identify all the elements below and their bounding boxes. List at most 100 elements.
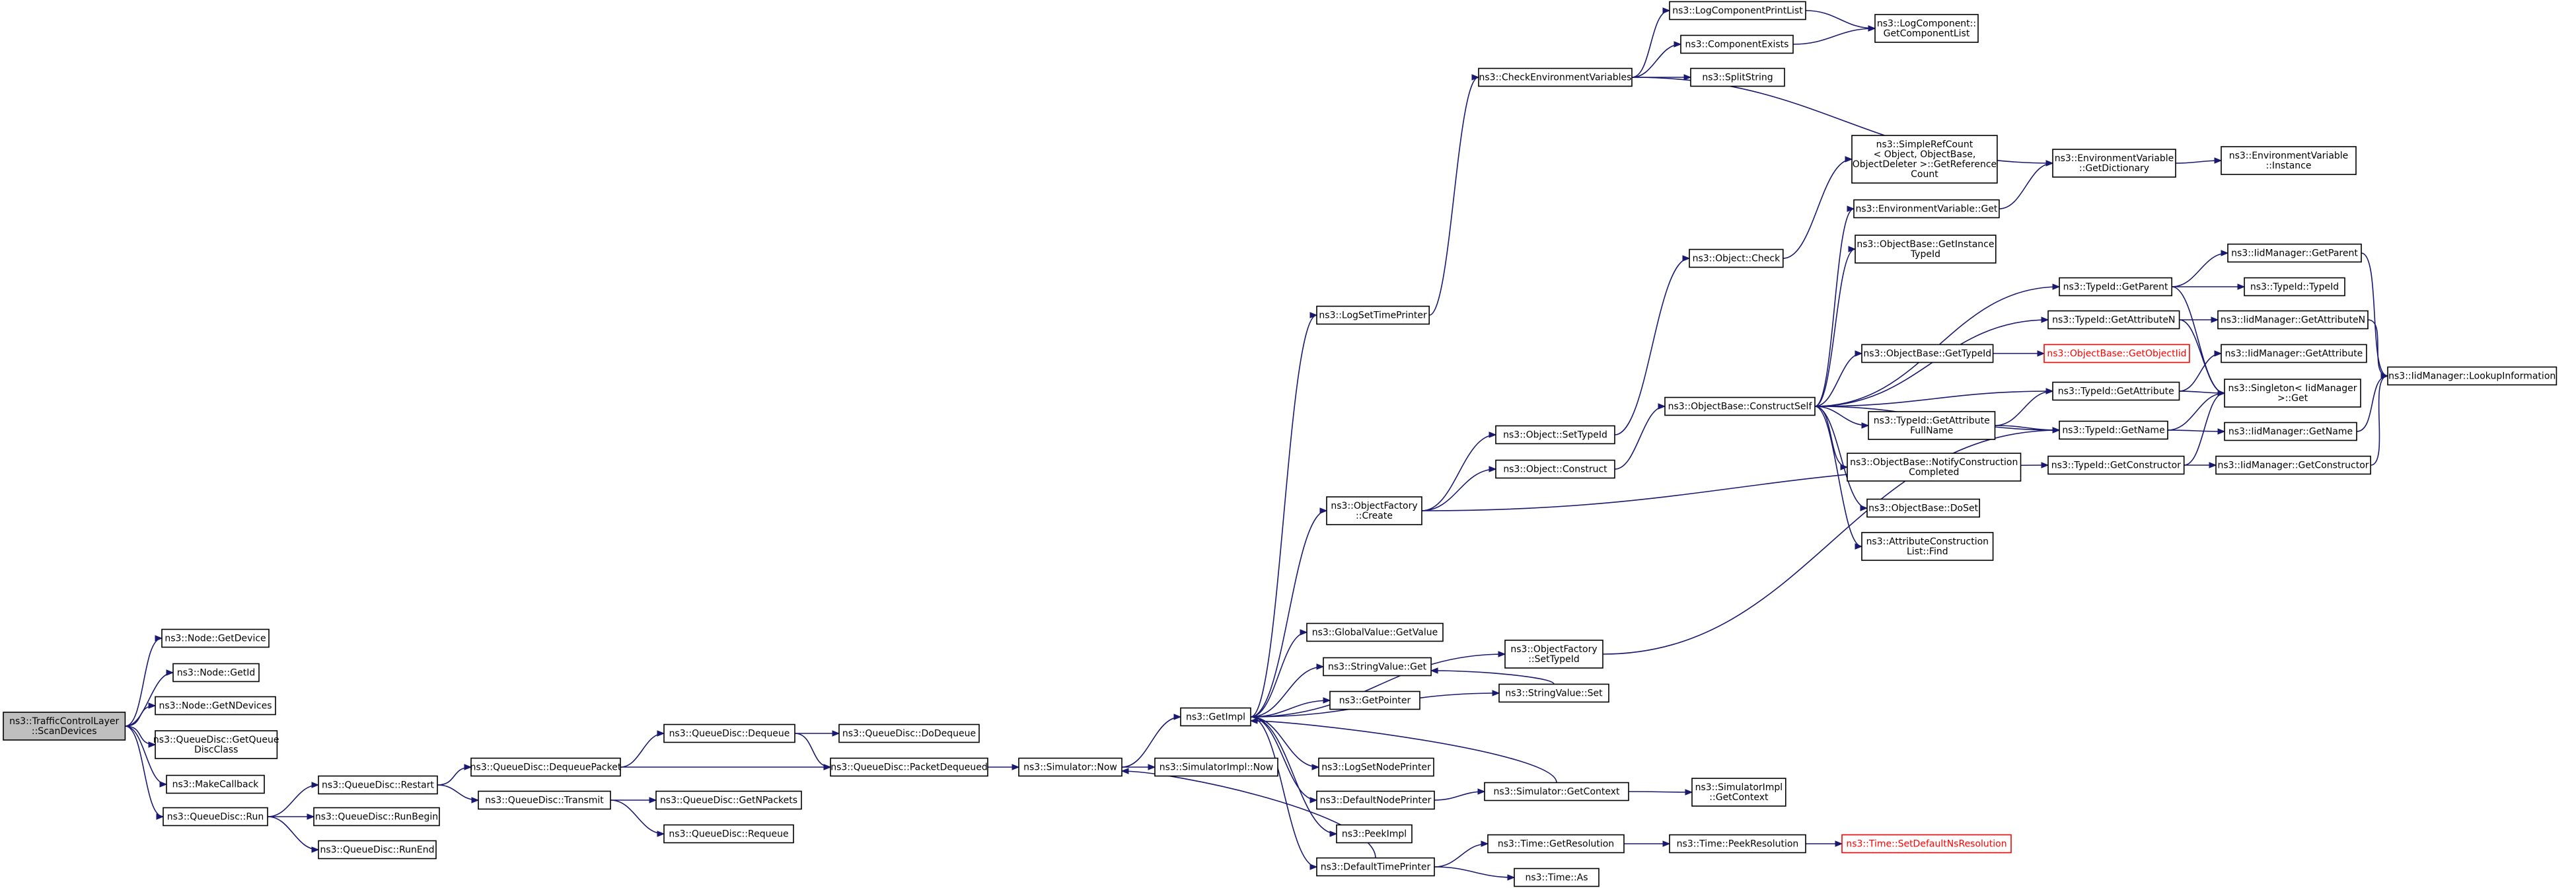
node-iidmgrgetconstructor[interactable]: ns3::IidManager::GetConstructor bbox=[2215, 455, 2371, 475]
node-label: ns3::SplitString bbox=[1702, 73, 1773, 83]
node-timegetresolution[interactable]: ns3::Time::GetResolution bbox=[1487, 834, 1625, 854]
edge-typeidgetname-to-iidmgrgetname bbox=[2167, 428, 2226, 435]
node-label: ns3::TypeId::GetAttribute bbox=[2058, 387, 2174, 397]
node-objsettypeid[interactable]: ns3::Object::SetTypeId bbox=[1495, 425, 1615, 445]
node-runbegin[interactable]: ns3::QueueDisc::RunBegin bbox=[313, 807, 440, 827]
node-typeidgetparent[interactable]: ns3::TypeId::GetParent bbox=[2059, 277, 2172, 297]
node-getndevices[interactable]: ns3::Node::GetNDevices bbox=[155, 696, 276, 716]
node-label: ::Instance bbox=[2266, 161, 2312, 171]
node-getpointer[interactable]: ns3::GetPointer bbox=[1329, 690, 1420, 710]
node-box bbox=[1478, 67, 1633, 87]
node-logsettimeprinter[interactable]: ns3::LogSetTimePrinter bbox=[1316, 305, 1430, 325]
edge-line bbox=[1631, 44, 1681, 78]
edge-typeidgetparent-to-singletoniidmgrget bbox=[2172, 286, 2226, 396]
node-defaultnodeprinter[interactable]: ns3::DefaultNodePrinter bbox=[1316, 790, 1435, 810]
node-simimplnow[interactable]: ns3::SimulatorImpl::Now bbox=[1154, 757, 1278, 777]
node-objbasenotifyconstructioncompleted[interactable]: ns3::ObjectBase::NotifyConstructionCompl… bbox=[1847, 453, 2022, 482]
arrowhead-icon bbox=[1848, 246, 1857, 252]
node-getid[interactable]: ns3::Node::GetId bbox=[172, 663, 260, 683]
node-iidmgrgetname[interactable]: ns3::IidManager::GetName bbox=[2224, 422, 2357, 441]
edge-checkenvvars-to-logcompprintlist bbox=[1631, 7, 1671, 78]
edge-getimpl-to-stringvalueget bbox=[1250, 663, 1325, 718]
node-dodequeue[interactable]: ns3::QueueDisc::DoDequeue bbox=[838, 723, 980, 743]
node-timepeekresolution[interactable]: ns3::Time::PeekResolution bbox=[1669, 834, 1806, 854]
node-iidmgrgetparent[interactable]: ns3::IidManager::GetParent bbox=[2227, 243, 2362, 263]
node-typeidtypeid[interactable]: ns3::TypeId::TypeId bbox=[2244, 277, 2345, 297]
node-getdevice[interactable]: ns3::Node::GetDevice bbox=[161, 628, 270, 648]
node-typeidgetconstructor[interactable]: ns3::TypeId::GetConstructor bbox=[2047, 455, 2185, 475]
node-envvarget[interactable]: ns3::EnvironmentVariable::Get bbox=[1853, 199, 2000, 219]
node-objfactorycreate[interactable]: ns3::ObjectFactory::Create bbox=[1326, 496, 1422, 525]
node-box bbox=[1664, 396, 1816, 416]
edge-objfactorycreate-to-objconstruct bbox=[1421, 466, 1497, 511]
node-envvargetdictionary[interactable]: ns3::EnvironmentVariable::GetDictionary bbox=[2052, 149, 2176, 178]
node-timeas[interactable]: ns3::Time::As bbox=[1514, 868, 1600, 887]
node-stringvalueset[interactable]: ns3::StringValue::Set bbox=[1498, 683, 1609, 703]
edge-root-to-getqueuediscclass bbox=[125, 725, 157, 748]
node-label: ns3::QueueDisc::RunEnd bbox=[320, 845, 434, 856]
node-logsetnodeprinter[interactable]: ns3::LogSetNodePrinter bbox=[1318, 757, 1434, 777]
node-runend[interactable]: ns3::QueueDisc::RunEnd bbox=[318, 840, 437, 860]
node-typeidgetname[interactable]: ns3::TypeId::GetName bbox=[2059, 420, 2168, 440]
node-objconstruct[interactable]: ns3::Object::Construct bbox=[1495, 459, 1615, 479]
node-dequeue[interactable]: ns3::QueueDisc::Dequeue bbox=[663, 723, 795, 743]
edge-line bbox=[2370, 375, 2388, 466]
node-iidmgrgetattribute[interactable]: ns3::IidManager::GetAttribute bbox=[2221, 344, 2367, 363]
node-transmit[interactable]: ns3::QueueDisc::Transmit bbox=[478, 790, 611, 810]
node-checkenvvars[interactable]: ns3::CheckEnvironmentVariables bbox=[1478, 67, 1633, 87]
node-peekimpl[interactable]: ns3::PeekImpl bbox=[1336, 824, 1413, 844]
node-requeue[interactable]: ns3::QueueDisc::Requeue bbox=[663, 824, 794, 844]
node-qdrun[interactable]: ns3::QueueDisc::Run bbox=[163, 807, 268, 827]
node-objbasegetobjectiid[interactable]: ns3::ObjectBase::GetObjectIid bbox=[2043, 344, 2190, 363]
node-typeidgetattribute[interactable]: ns3::TypeId::GetAttribute bbox=[2052, 381, 2180, 401]
node-timesetdefaultnsres[interactable]: ns3::Time::SetDefaultNsResolution bbox=[1841, 834, 2012, 854]
node-defaulttimeprinter[interactable]: ns3::DefaultTimePrinter bbox=[1316, 857, 1435, 877]
node-label: ns3::PeekImpl bbox=[1342, 829, 1407, 840]
node-box bbox=[1514, 868, 1600, 887]
node-objbasegettypeid[interactable]: ns3::ObjectBase::GetTypeId bbox=[1861, 344, 1994, 363]
node-root[interactable]: ns3::TrafficControlLayer::ScanDevices bbox=[3, 712, 126, 741]
node-box bbox=[1180, 707, 1251, 727]
node-box bbox=[663, 723, 795, 743]
edge-line bbox=[1814, 248, 1856, 407]
node-splitstring[interactable]: ns3::SplitString bbox=[1690, 67, 1785, 87]
node-makecallback[interactable]: ns3::MakeCallback bbox=[166, 774, 265, 794]
node-objbaseconstructself[interactable]: ns3::ObjectBase::ConstructSelf bbox=[1664, 396, 1816, 416]
node-objcheck[interactable]: ns3::Object::Check bbox=[1689, 248, 1784, 268]
node-getnpackets[interactable]: ns3::QueueDisc::GetNPackets bbox=[655, 790, 802, 810]
node-simimplgetcontext[interactable]: ns3::SimulatorImpl::GetContext bbox=[1691, 778, 1786, 807]
arrowhead-icon bbox=[2217, 390, 2226, 396]
node-componentexists[interactable]: ns3::ComponentExists bbox=[1680, 34, 1794, 54]
node-logcompprintlist[interactable]: ns3::LogComponentPrintList bbox=[1669, 1, 1806, 20]
call-graph-nodes: ns3::TrafficControlLayer::ScanDevicesns3… bbox=[3, 1, 2558, 887]
node-objbasedoset[interactable]: ns3::ObjectBase::DoSet bbox=[1866, 498, 1980, 518]
node-logcompgetcomplist[interactable]: ns3::LogComponent::GetComponentList bbox=[1874, 14, 1979, 43]
node-singletoniidmgrget[interactable]: ns3::Singleton< IidManager>::Get bbox=[2224, 379, 2361, 408]
node-dequeuepacket[interactable]: ns3::QueueDisc::DequeuePacket bbox=[470, 757, 622, 777]
arrowhead-icon bbox=[1662, 7, 1671, 14]
node-iidmgrlookupinformation[interactable]: ns3::IidManager::LookupInformation bbox=[2387, 366, 2558, 386]
edge-simgetcontext-to-simimplgetcontext bbox=[1628, 789, 1693, 796]
node-stringvalueget[interactable]: ns3::StringValue::Get bbox=[1323, 657, 1432, 677]
node-typeidgetattributen[interactable]: ns3::TypeId::GetAttributeN bbox=[2047, 310, 2180, 330]
node-objfactorysettypeid[interactable]: ns3::ObjectFactory::SetTypeId bbox=[1504, 640, 1603, 669]
node-simgetcontext[interactable]: ns3::Simulator::GetContext bbox=[1484, 782, 1629, 801]
edge-defaulttimeprinter-to-simnow bbox=[1121, 768, 1376, 858]
arrowhead-icon bbox=[1173, 714, 1182, 720]
arrowhead-icon bbox=[649, 797, 657, 803]
node-getimpl[interactable]: ns3::GetImpl bbox=[1180, 707, 1251, 727]
edge-objbaseconstructself-to-attrconstructionlistfind bbox=[1814, 406, 1863, 550]
node-restart[interactable]: ns3::QueueDisc::Restart bbox=[318, 775, 438, 795]
node-envvarinstance[interactable]: ns3::EnvironmentVariable::Instance bbox=[2221, 146, 2357, 175]
node-simplerefcount[interactable]: ns3::SimpleRefCount< Object, ObjectBase,… bbox=[1851, 135, 1998, 184]
node-simnow[interactable]: ns3::Simulator::Now bbox=[1018, 757, 1122, 777]
node-iidmgrgetattributen[interactable]: ns3::IidManager::GetAttributeN bbox=[2217, 310, 2369, 330]
node-box bbox=[1306, 622, 1444, 642]
node-globalvaluegetvalue[interactable]: ns3::GlobalValue::GetValue bbox=[1306, 622, 1444, 642]
node-label: ::ScanDevices bbox=[32, 726, 97, 737]
node-packetdequeued[interactable]: ns3::QueueDisc::PacketDequeued bbox=[830, 757, 988, 777]
